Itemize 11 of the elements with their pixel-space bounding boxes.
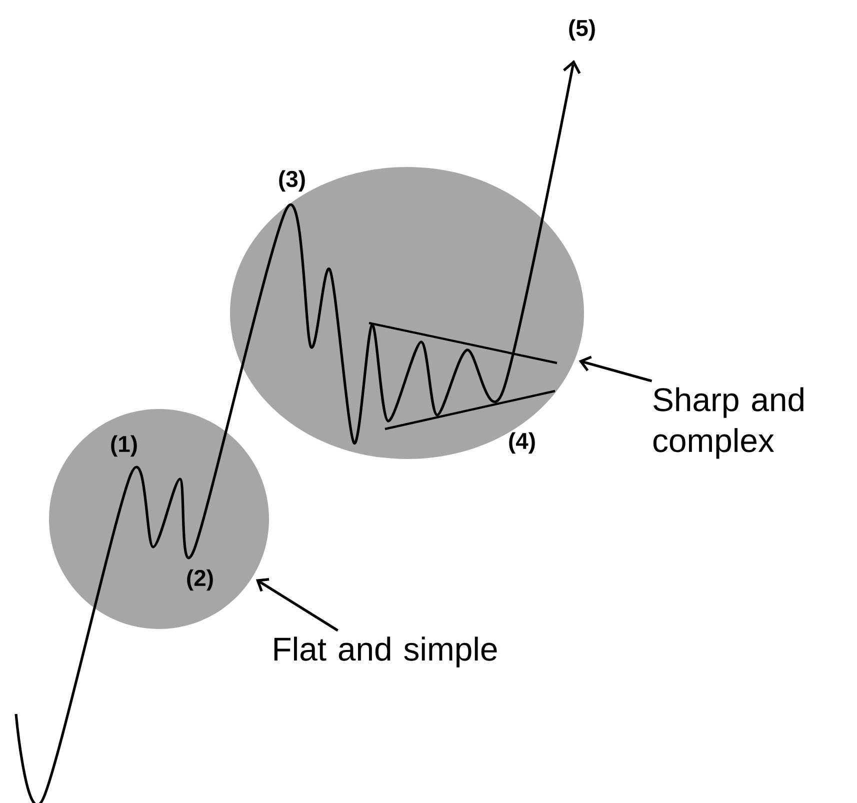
wave-number: (5): [569, 19, 595, 41]
wave-number: (3): [279, 170, 305, 192]
arrow: [256, 578, 338, 632]
callout-text: Flat and simple: [274, 636, 497, 668]
callout-text: Sharp and complex: [653, 387, 804, 459]
wave-number: (2): [187, 569, 213, 591]
ellipse-shape: [230, 167, 584, 459]
arrow: [578, 356, 652, 382]
wave-number: (1): [111, 435, 137, 457]
circle-shape: [49, 409, 269, 629]
wave-number: (4): [509, 432, 535, 454]
